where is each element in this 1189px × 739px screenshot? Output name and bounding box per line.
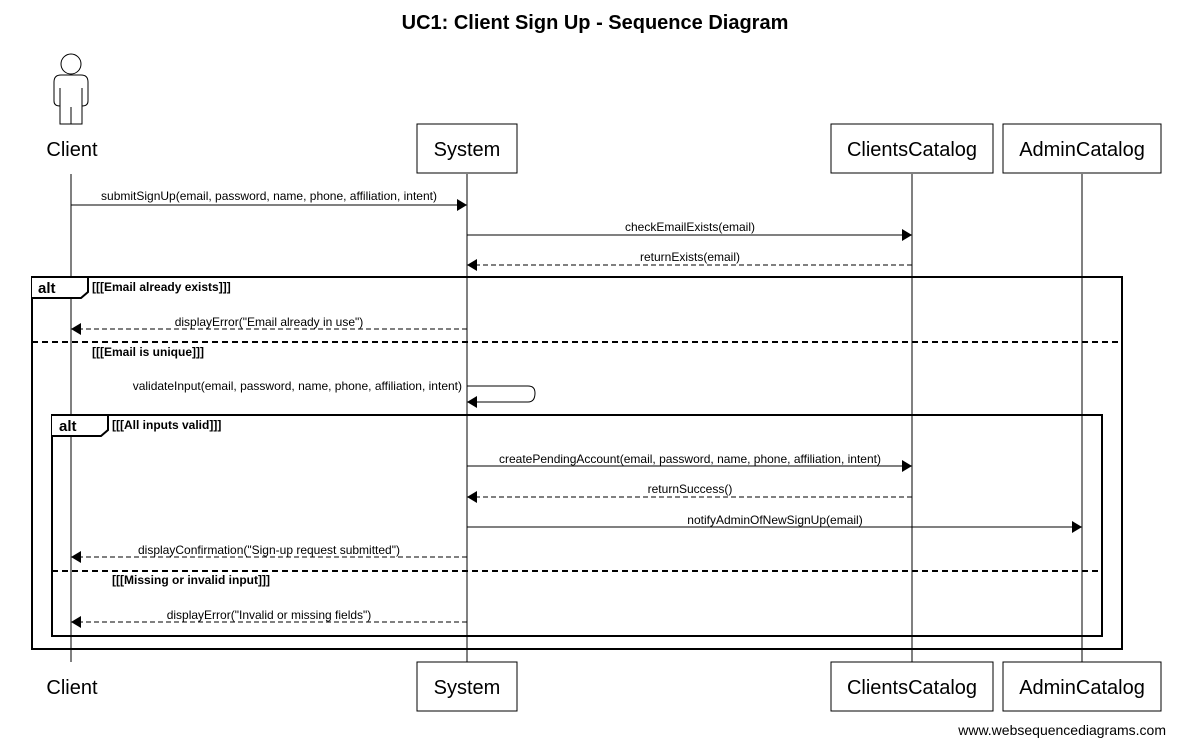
participant-clientscatalog-top: ClientsCatalog — [830, 123, 994, 174]
lifelines — [70, 174, 1083, 662]
message-label: displayConfirmation("Sign-up request sub… — [138, 543, 400, 557]
message-check-email-exists: checkEmailExists(email) — [467, 220, 912, 241]
participant-label: ClientsCatalog — [847, 139, 977, 161]
message-label: returnExists(email) — [640, 250, 740, 264]
message-notify-admin: notifyAdminOfNewSignUp(email) — [467, 513, 1082, 533]
client-actor-icon — [53, 53, 89, 125]
alt-fragment-email: alt [[[Email already exists]]] [[[Email … — [31, 276, 1123, 650]
message-validate-input: validateInput(email, password, name, pho… — [133, 379, 536, 408]
guard-email-unique: [[[Email is unique]]] — [92, 345, 204, 359]
alt-keyword: alt — [38, 280, 56, 297]
footer-watermark: www.websequencediagrams.com — [957, 722, 1166, 738]
alt-fragment-inputs: alt [[[All inputs valid]]] [[[Missing or… — [51, 414, 1103, 637]
participant-label: System — [434, 139, 501, 161]
participant-admincatalog-top: AdminCatalog — [1002, 123, 1162, 174]
message-display-confirmation: displayConfirmation("Sign-up request sub… — [71, 543, 467, 563]
message-label: validateInput(email, password, name, pho… — [133, 379, 462, 393]
diagram-title: UC1: Client Sign Up - Sequence Diagram — [402, 12, 789, 34]
alt-keyword: alt — [59, 418, 77, 435]
message-label: checkEmailExists(email) — [625, 220, 755, 234]
guard-inputs-invalid: [[[Missing or invalid input]]] — [112, 573, 270, 587]
participant-system-top: System — [416, 123, 518, 174]
participant-clientscatalog-bottom: ClientsCatalog — [830, 661, 994, 712]
message-return-exists: returnExists(email) — [467, 250, 912, 271]
participant-label: AdminCatalog — [1019, 139, 1145, 161]
participant-system-bottom: System — [416, 661, 518, 712]
message-label: submitSignUp(email, password, name, phon… — [101, 189, 437, 203]
participant-label: System — [434, 677, 501, 699]
message-display-error-fields: displayError("Invalid or missing fields"… — [71, 608, 467, 628]
message-return-success: returnSuccess() — [467, 482, 912, 503]
message-label: displayError("Invalid or missing fields"… — [167, 608, 372, 622]
participant-client-bottom: Client — [46, 677, 98, 699]
message-label: createPendingAccount(email, password, na… — [499, 452, 881, 466]
participant-label: ClientsCatalog — [847, 677, 977, 699]
message-submit-signup: submitSignUp(email, password, name, phon… — [71, 189, 467, 211]
guard-inputs-valid: [[[All inputs valid]]] — [112, 418, 221, 432]
guard-email-exists: [[[Email already exists]]] — [92, 280, 231, 294]
message-create-pending-account: createPendingAccount(email, password, na… — [467, 452, 912, 472]
message-display-error-email: displayError("Email already in use") — [71, 315, 467, 335]
participant-client-top: Client — [46, 139, 98, 161]
participant-label: AdminCatalog — [1019, 677, 1145, 699]
message-label: displayError("Email already in use") — [175, 315, 364, 329]
participant-admincatalog-bottom: AdminCatalog — [1002, 661, 1162, 712]
message-label: returnSuccess() — [648, 482, 733, 496]
message-label: notifyAdminOfNewSignUp(email) — [687, 513, 862, 527]
